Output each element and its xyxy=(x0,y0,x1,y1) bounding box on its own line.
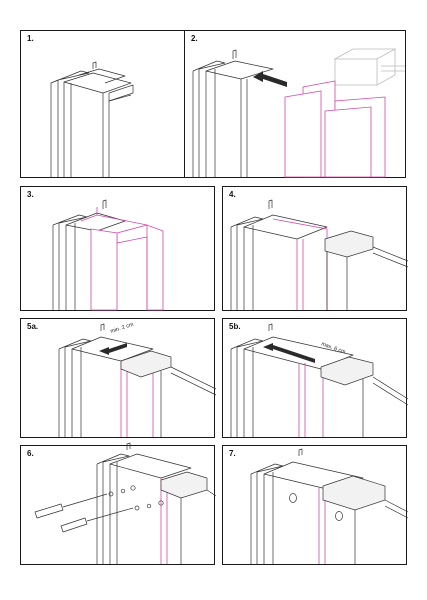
step-1-label: 1. xyxy=(27,34,34,43)
screwdriver-icon xyxy=(34,493,108,519)
slide-arrow-5a xyxy=(99,343,127,355)
insert-arrow xyxy=(253,71,287,87)
step-5a-illustration: min. 2 cm xyxy=(58,322,217,437)
step-4-label: 4. xyxy=(229,190,236,199)
wall-plug-icon xyxy=(120,488,126,494)
step-5b-illustration: max. 6 cm xyxy=(230,323,409,437)
step-1-panel: 1. xyxy=(20,30,205,178)
step-5b-label: 5b. xyxy=(229,322,241,331)
step-7-illustration xyxy=(250,448,409,564)
step-7-panel: 7. xyxy=(222,445,409,565)
step-1-illustration xyxy=(50,61,134,177)
end-cap xyxy=(320,356,374,386)
step-6-panel: 6. xyxy=(20,442,217,565)
step-7-label: 7. xyxy=(229,449,236,458)
step-5a-note: min. 2 cm xyxy=(110,322,135,335)
screw-hole-icon xyxy=(335,511,343,521)
slide-arrow-5b xyxy=(263,343,315,363)
screw-hole-icon xyxy=(289,493,297,503)
step-2-label: 2. xyxy=(191,34,198,43)
step-3-label: 3. xyxy=(27,190,34,199)
end-cap xyxy=(120,350,172,378)
end-cap xyxy=(324,230,374,258)
step-2-illustration xyxy=(192,48,405,178)
end-cap xyxy=(322,475,386,511)
screw-icon xyxy=(108,491,114,497)
step-3-illustration xyxy=(52,199,164,311)
step-5b-panel: 5b. max. 6 cm xyxy=(222,318,409,438)
screwdriver-icon xyxy=(60,507,134,533)
wall-plug-icon xyxy=(146,503,152,509)
step-4-panel: 4. xyxy=(222,186,409,311)
step-3-panel: 3. xyxy=(20,186,215,311)
step-5a-label: 5a. xyxy=(27,322,39,331)
step-5a-panel: 5a. min. 2 cm xyxy=(20,318,217,438)
screw-icon xyxy=(134,505,140,511)
ghost-bracket xyxy=(333,48,397,60)
step-6-illustration xyxy=(34,442,217,564)
step-4-illustration xyxy=(230,199,409,310)
step-2-panel: 2. xyxy=(184,30,406,178)
step-6-label: 6. xyxy=(27,449,34,458)
